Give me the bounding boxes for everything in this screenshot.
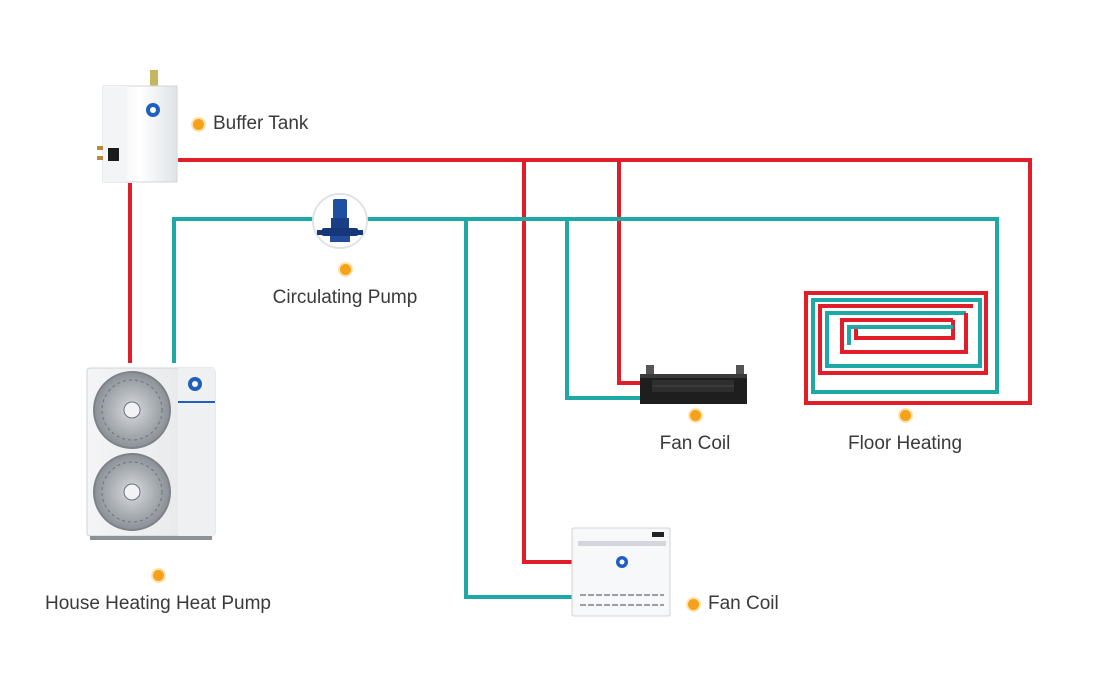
fan-coil-lower-text: Fan Coil <box>708 593 779 614</box>
return-pipe-heatpump <box>172 217 318 363</box>
return-pipes <box>172 217 999 599</box>
circulating-pump-text: Circulating Pump <box>272 287 418 308</box>
fan-icon <box>93 371 171 449</box>
orange-dot-icon <box>899 410 911 421</box>
orange-dot-icon <box>689 410 701 421</box>
fan-coil-upper-label: Fan Coil <box>645 410 745 455</box>
orange-dot-icon <box>339 264 351 275</box>
floor-heating-text: Floor Heating <box>847 433 963 454</box>
orange-dot-icon <box>193 118 204 130</box>
circulating-pump-label: Circulating Pump <box>265 264 425 309</box>
return-pipe-to-upper-fancoil <box>565 219 642 400</box>
supply-pipes <box>128 158 1032 564</box>
heat-pump-label: House Heating Heat Pump <box>38 570 278 615</box>
floor-heating-coil <box>840 313 968 354</box>
ducted-fan-coil-icon <box>640 365 747 404</box>
return-pipe-to-lower-fancoil <box>464 219 575 599</box>
floor-standing-fan-coil-icon <box>571 527 671 617</box>
orange-dot-icon <box>688 598 699 610</box>
supply-pipe-to-upper-fancoil <box>617 160 642 385</box>
return-main-pipe <box>366 217 999 394</box>
heat-pump-unit-icon <box>86 367 216 540</box>
buffer-tank-icon <box>97 70 178 183</box>
buffer-tank-label: Buffer Tank <box>193 113 308 135</box>
heat-pump-text: House Heating Heat Pump <box>44 593 271 614</box>
fan-coil-upper-text: Fan Coil <box>659 433 731 454</box>
fan-icon <box>93 453 171 531</box>
circulating-pump-icon <box>312 193 368 249</box>
buffer-tank-text: Buffer Tank <box>213 113 309 134</box>
fan-coil-lower-label: Fan Coil <box>688 593 779 615</box>
floor-heating-label: Floor Heating <box>835 410 975 455</box>
supply-pipe-to-lower-fancoil <box>522 160 575 564</box>
supply-main-pipe <box>178 158 1032 405</box>
orange-dot-icon <box>152 570 164 581</box>
